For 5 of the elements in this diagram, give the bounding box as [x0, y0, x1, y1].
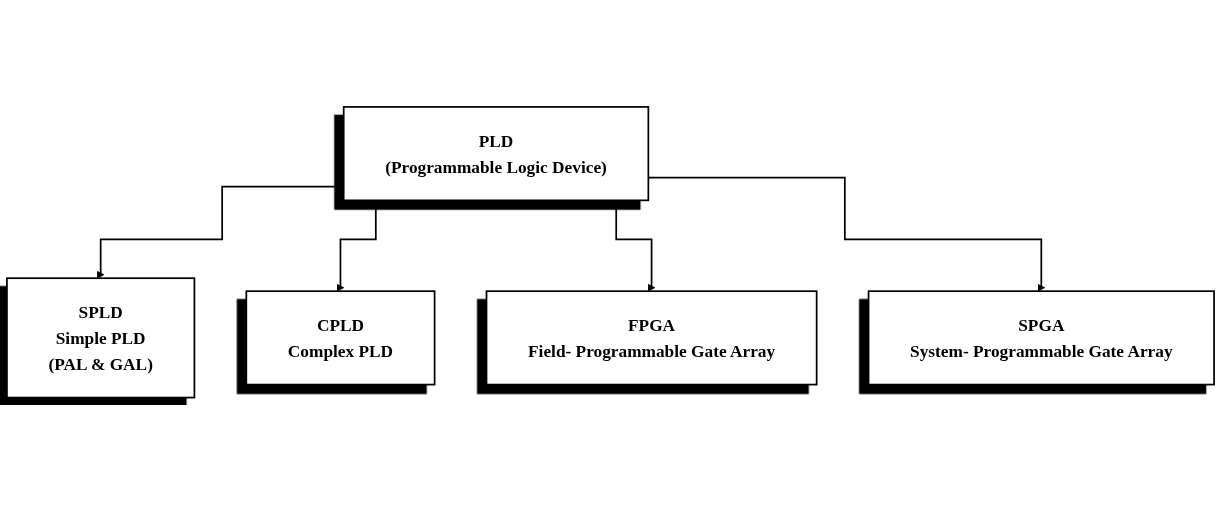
node-box: CPLD Complex PLD [245, 290, 436, 386]
node-box: PLD (Programmable Logic Device) [342, 106, 650, 202]
node-box: SPLD Simple PLD (PAL & GAL) [6, 277, 196, 399]
node-box: SPGA System- Programmable Gate Array [867, 290, 1215, 386]
node-box: FPGA Field- Programmable Gate Array [485, 290, 818, 386]
